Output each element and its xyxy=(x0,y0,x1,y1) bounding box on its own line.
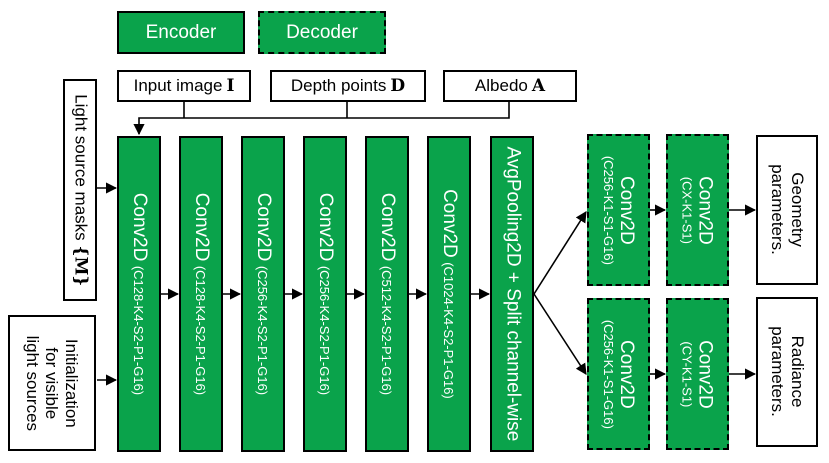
depth-points-symbol: D xyxy=(390,76,406,96)
initialization-box: Initialization for visible light sources xyxy=(8,315,96,451)
legend-decoder: Decoder xyxy=(258,11,386,54)
albedo-box: Albedo A xyxy=(443,70,577,102)
encoder-block-1: Conv2D (C128-K4-S2-P1-G16) xyxy=(117,136,161,452)
albedo-label: Albedo xyxy=(474,76,528,95)
encoder-block-2: Conv2D (C128-K4-S2-P1-G16) xyxy=(179,136,223,452)
avgpool-split-block: AvgPooling2D + Split channel-wise xyxy=(490,136,534,452)
encoder-block-4: Conv2D (C256-K4-S2-P1-G16) xyxy=(303,136,347,452)
legend-encoder-label: Encoder xyxy=(145,21,217,43)
decoder-top-block-1: Conv2D(C256-K1-S1-G16) xyxy=(587,134,650,286)
input-image-symbol: I xyxy=(226,76,235,96)
encoder-block-6: Conv2D (C1024-K4-S2-P1-G16) xyxy=(427,136,471,452)
decoder-bottom-block-2: Conv2D(CY-K1-S1) xyxy=(666,298,729,450)
geometry-output-box: Geometry parameters. xyxy=(756,135,818,285)
albedo-symbol: A xyxy=(531,76,546,96)
legend-encoder: Encoder xyxy=(117,11,245,54)
split-arrow-top xyxy=(533,211,587,295)
radiance-output-box: Radiance parameters. xyxy=(756,297,818,447)
encoder-block-5: Conv2D (C512-K4-S2-P1-G16) xyxy=(365,136,409,452)
depth-points-box: Depth points D xyxy=(270,70,426,102)
input-image-label: Input image xyxy=(133,76,223,95)
split-arrow-bottom xyxy=(533,293,587,375)
input-image-box: Input image I xyxy=(117,70,251,102)
decoder-bottom-block-1: Conv2D(C256-K1-S1-G16) xyxy=(587,298,650,450)
legend-decoder-label: Decoder xyxy=(286,21,358,43)
decoder-top-block-2: Conv2D(CX-K1-S1) xyxy=(666,134,729,286)
input-merge-arrow xyxy=(139,102,510,134)
light-source-masks-box: Light source masks {M} xyxy=(63,79,97,301)
encoder-block-3: Conv2D (C256-K4-S2-P1-G16) xyxy=(241,136,285,452)
depth-points-label: Depth points xyxy=(290,76,387,95)
